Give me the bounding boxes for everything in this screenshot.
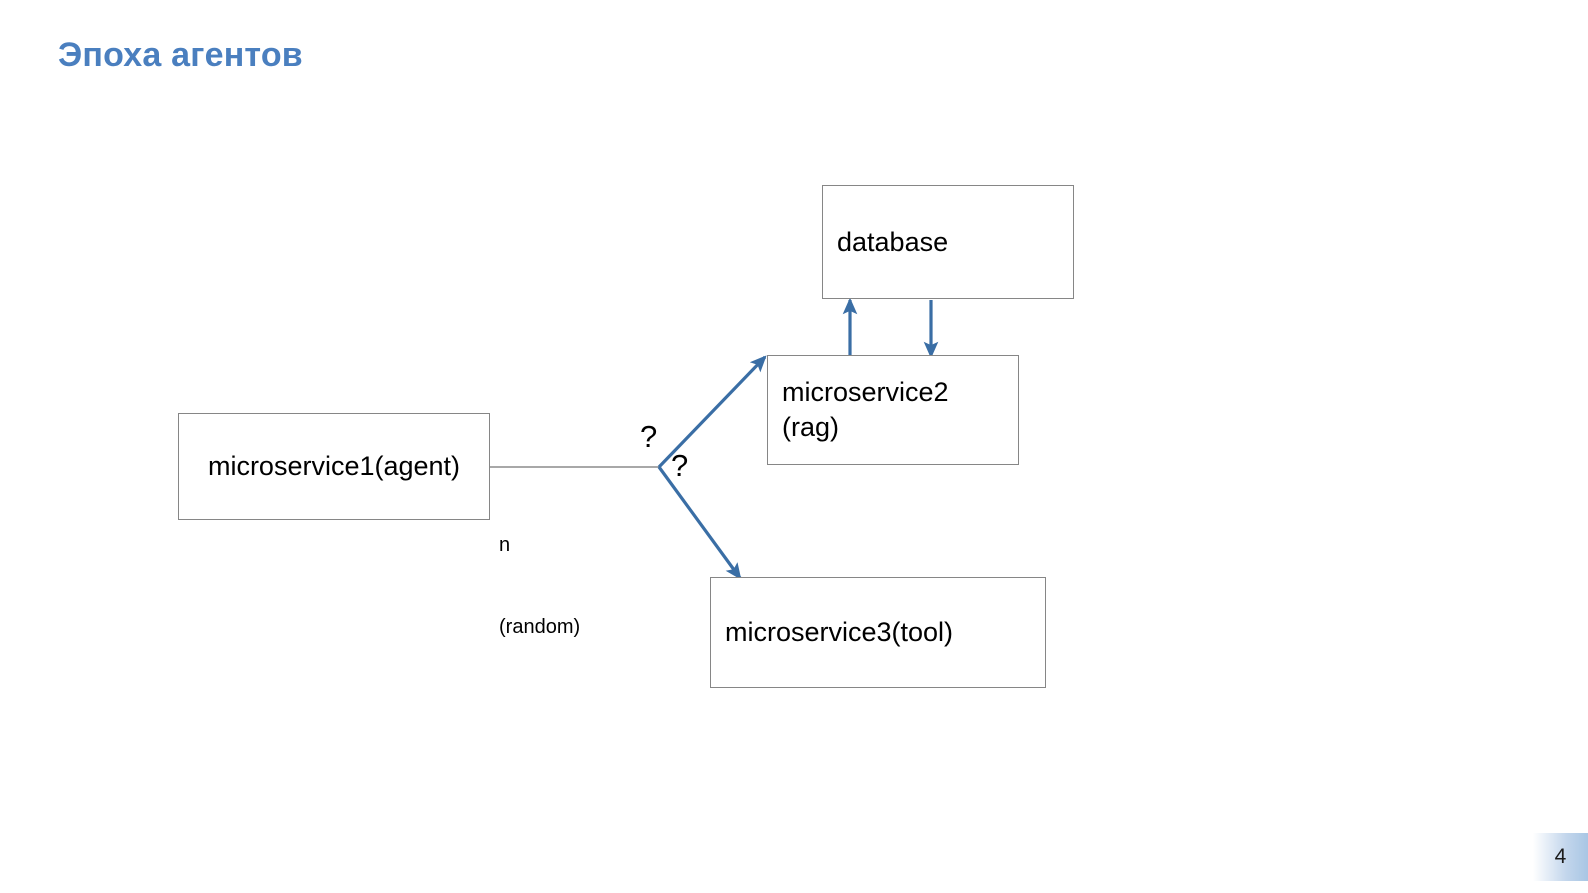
- node-microservice2-label: microservice2: [782, 377, 949, 408]
- edge-label-fanout-mode: (random): [499, 615, 581, 638]
- node-microservice3[interactable]: microservice3(tool): [710, 577, 1046, 688]
- node-database-label: database: [837, 226, 949, 257]
- edge-label-fanout-count: n: [499, 534, 511, 557]
- node-microservice1[interactable]: microservice1(agent): [178, 413, 490, 520]
- node-microservice1-label: microservice1(agent): [207, 451, 461, 482]
- node-database[interactable]: database: [822, 185, 1074, 299]
- page-number: 4: [1554, 845, 1567, 868]
- node-microservice2-sublabel: (rag): [782, 412, 840, 442]
- branch-question-mark-upper: ?: [640, 419, 658, 454]
- edge-label-fanout: n (random): [499, 478, 580, 696]
- node-microservice3-label: microservice3(tool): [725, 617, 954, 648]
- edge-branch-to-microservice3: [657, 466, 742, 580]
- page-number-band: [1533, 833, 1588, 881]
- branch-question-mark-lower: ?: [671, 448, 689, 483]
- edge-branch-to-microservice2: [657, 355, 767, 469]
- page-title: Эпоха агентов: [58, 36, 303, 74]
- node-microservice2[interactable]: microservice2 (rag): [767, 355, 1019, 465]
